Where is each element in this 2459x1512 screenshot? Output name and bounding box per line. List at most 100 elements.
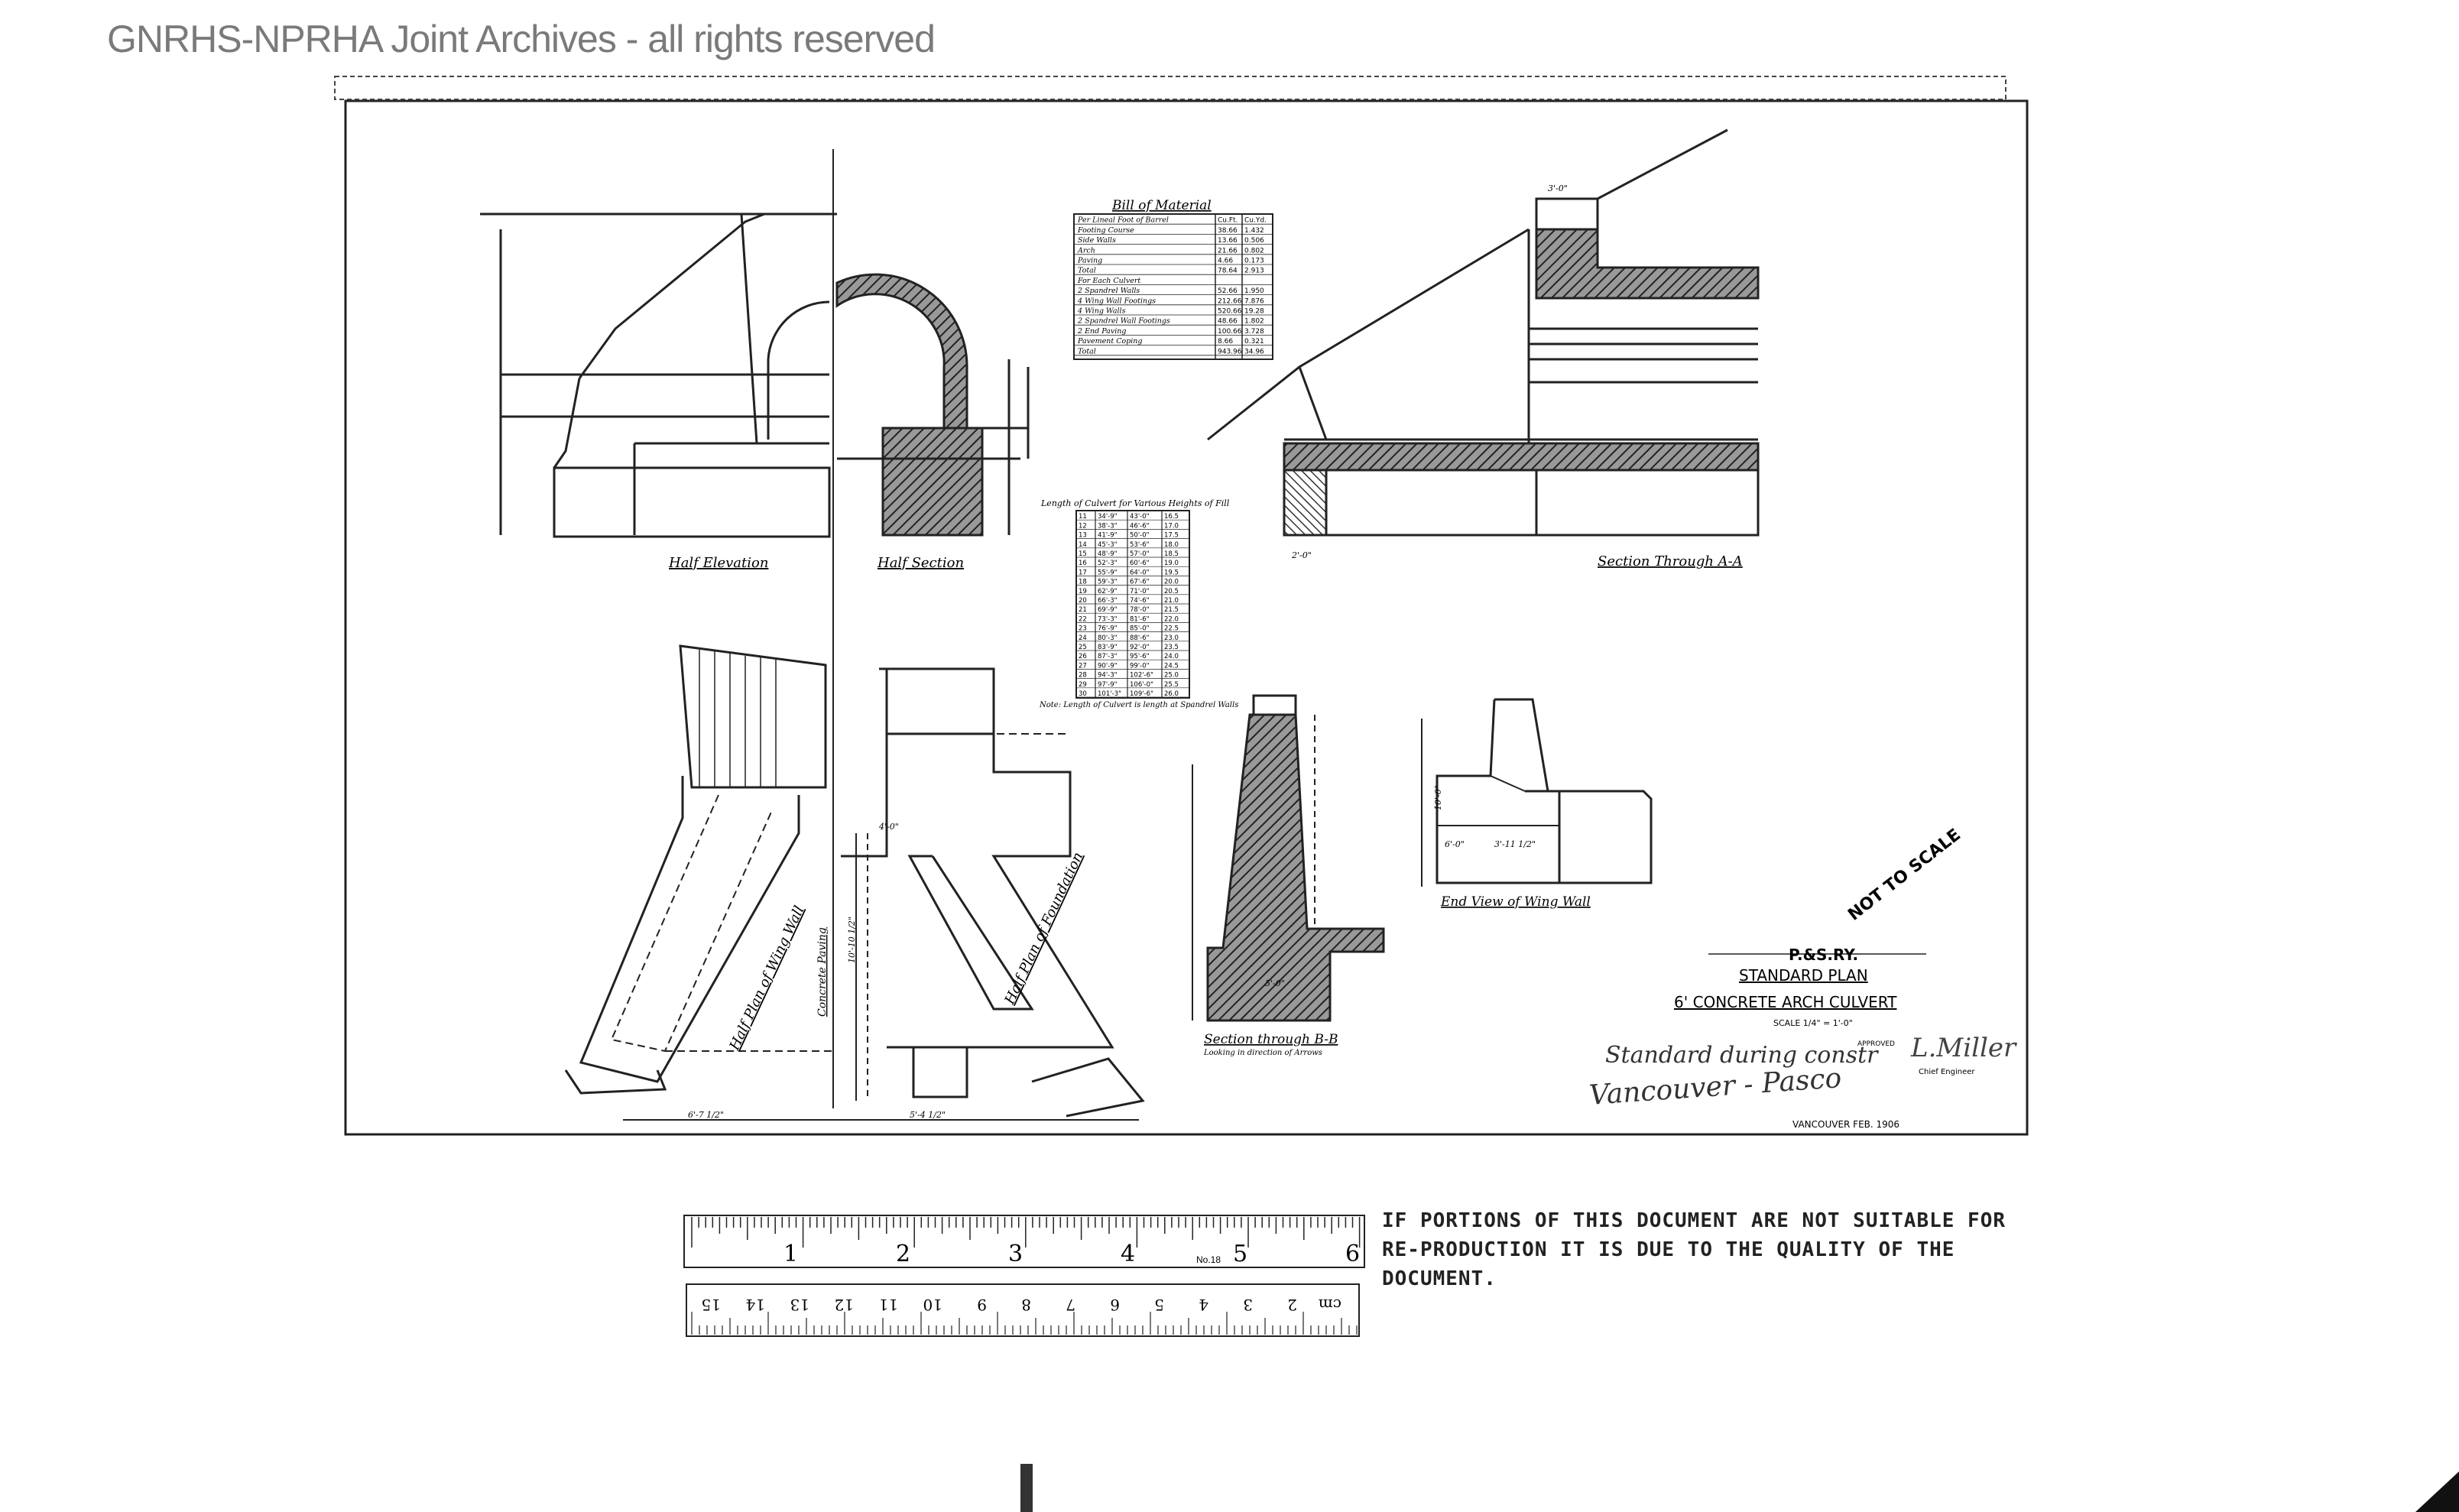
length-cell: 21.5	[1164, 606, 1179, 614]
length-cell: 78'-0"	[1130, 606, 1150, 614]
bom-cu-yd: 2.913	[1244, 268, 1264, 275]
length-table-note: Note: Length of Culvert is length at Spa…	[1039, 701, 1238, 709]
length-cell: 19.5	[1164, 569, 1179, 576]
bom-cu-yd: 19.28	[1244, 308, 1264, 316]
length-cell: 71'-0"	[1130, 588, 1150, 595]
dimension-label: 10'-10 1/2"	[847, 917, 857, 963]
length-cell: 73'-3"	[1098, 615, 1118, 623]
bom-cu-yd: 0.173	[1244, 258, 1264, 265]
bom-cu-yd: 1.802	[1244, 318, 1264, 326]
dimension-label: 6'-0"	[1445, 839, 1465, 849]
bom-item: 2 End Paving	[1077, 327, 1126, 336]
length-cell: 25	[1079, 644, 1087, 651]
length-cell: 95'-6"	[1130, 653, 1150, 660]
bom-cu-yd: 34.96	[1244, 348, 1264, 355]
bom-cu-ft: Cu.Ft.	[1218, 217, 1238, 225]
cm-label: 15	[702, 1296, 721, 1314]
bom-cu-ft: 8.66	[1218, 338, 1233, 346]
length-cell: 20.0	[1164, 579, 1179, 586]
length-cell: 30	[1079, 690, 1087, 698]
label-section-bb-note: Looking in direction of Arrows	[1203, 1049, 1322, 1057]
chief-engineer-title: Chief Engineer	[1919, 1068, 1975, 1076]
dimension-label: 6'-7 1/2"	[688, 1110, 724, 1120]
inch-label: 5	[1233, 1241, 1247, 1267]
cm-label: 10	[923, 1296, 942, 1314]
length-cell: 55'-9"	[1098, 569, 1118, 576]
ruler-maker: No.18	[1196, 1254, 1221, 1265]
inch-label: 6	[1345, 1241, 1360, 1267]
cm-label: 5	[1154, 1296, 1164, 1314]
scan-registration-mark	[1020, 1464, 1033, 1512]
length-cell: 67'-6"	[1130, 579, 1150, 586]
length-cell: 15	[1079, 550, 1087, 558]
cm-label: 6	[1110, 1296, 1120, 1314]
cm-label: cm	[1319, 1296, 1341, 1314]
bom-cu-ft: 21.66	[1218, 247, 1238, 255]
length-cell: 19	[1079, 588, 1087, 595]
length-cell: 109'-6"	[1130, 690, 1153, 698]
label-half-plan-wing-wall: Half Plan of Wing Wall	[726, 904, 807, 1053]
length-cell: 52'-3"	[1098, 560, 1118, 567]
length-cell: 12	[1079, 522, 1087, 530]
length-cell: 18.0	[1164, 541, 1179, 549]
length-cell: 22.5	[1164, 625, 1179, 633]
cm-label: 8	[1021, 1296, 1031, 1314]
length-of-culvert-table: Length of Culvert for Various Heights of…	[1039, 498, 1238, 709]
length-cell: 19.0	[1164, 560, 1179, 567]
length-cell: 26	[1079, 653, 1087, 660]
length-cell: 62'-9"	[1098, 588, 1118, 595]
length-cell: 13	[1079, 532, 1087, 540]
length-cell: 60'-6"	[1130, 560, 1150, 567]
bom-cu-yd: 1.432	[1244, 227, 1264, 235]
inch-label: 1	[783, 1241, 798, 1267]
bom-cu-ft: 520.66	[1218, 308, 1242, 316]
label-end-view: End View of Wing Wall	[1440, 894, 1591, 910]
title-block: NOT TO SCALE P.&S.RY. STANDARD PLAN 6' C…	[1588, 826, 2017, 1130]
length-cell: 45'-3"	[1098, 541, 1118, 549]
page-corner-mark	[2415, 1471, 2459, 1512]
label-half-section: Half Section	[877, 555, 964, 571]
cm-label: 3	[1243, 1296, 1253, 1314]
bom-item: Total	[1078, 347, 1096, 355]
length-cell: 87'-3"	[1098, 653, 1118, 660]
length-cell: 53'-6"	[1130, 541, 1150, 549]
inch-label: 2	[896, 1241, 910, 1267]
length-cell: 23.0	[1164, 634, 1179, 642]
dimension-label: 4'-0"	[878, 822, 899, 832]
half-elevation-view	[480, 149, 837, 1108]
bom-cu-yd: 0.802	[1244, 247, 1264, 255]
length-cell: 66'-3"	[1098, 597, 1118, 605]
length-cell: 59'-3"	[1098, 579, 1118, 586]
cm-label: 4	[1199, 1296, 1208, 1314]
length-cell: 97'-9"	[1098, 681, 1118, 689]
length-cell: 23.5	[1164, 644, 1179, 651]
length-cell: 24.0	[1164, 653, 1179, 660]
bill-of-material-title: Bill of Material	[1111, 198, 1212, 213]
length-cell: 16	[1079, 560, 1087, 567]
bom-item: Per Lineal Foot of Barrel	[1077, 216, 1169, 225]
length-cell: 11	[1079, 513, 1087, 521]
cm-label: 7	[1066, 1296, 1075, 1314]
length-cell: 50'-0"	[1130, 532, 1150, 540]
length-cell: 88'-6"	[1130, 634, 1150, 642]
length-cell: 94'-3"	[1098, 672, 1118, 680]
not-to-scale-stamp: NOT TO SCALE	[1844, 826, 1964, 925]
cm-label: 2	[1287, 1296, 1297, 1314]
length-cell: 22	[1079, 615, 1087, 623]
length-cell: 85'-0"	[1130, 625, 1150, 633]
length-cell: 18	[1079, 579, 1087, 586]
length-cell: 20	[1079, 597, 1087, 605]
bom-cu-yd: 0.321	[1244, 338, 1264, 346]
handwritten-note-1: Standard during constr	[1605, 1042, 1879, 1069]
bom-item: For Each Culvert	[1077, 277, 1140, 285]
bom-cu-ft: 100.66	[1218, 328, 1242, 336]
bom-cu-yd: Cu.Yd.	[1244, 217, 1267, 225]
length-cell: 25.0	[1164, 672, 1179, 680]
bom-item: 4 Wing Wall Footings	[1077, 297, 1156, 305]
length-cell: 99'-0"	[1130, 662, 1150, 670]
length-cell: 80'-3"	[1098, 634, 1118, 642]
bom-item: Arch	[1077, 246, 1095, 255]
length-cell: 101'-3"	[1098, 690, 1121, 698]
bom-item: 2 Spandrel Walls	[1077, 287, 1140, 295]
